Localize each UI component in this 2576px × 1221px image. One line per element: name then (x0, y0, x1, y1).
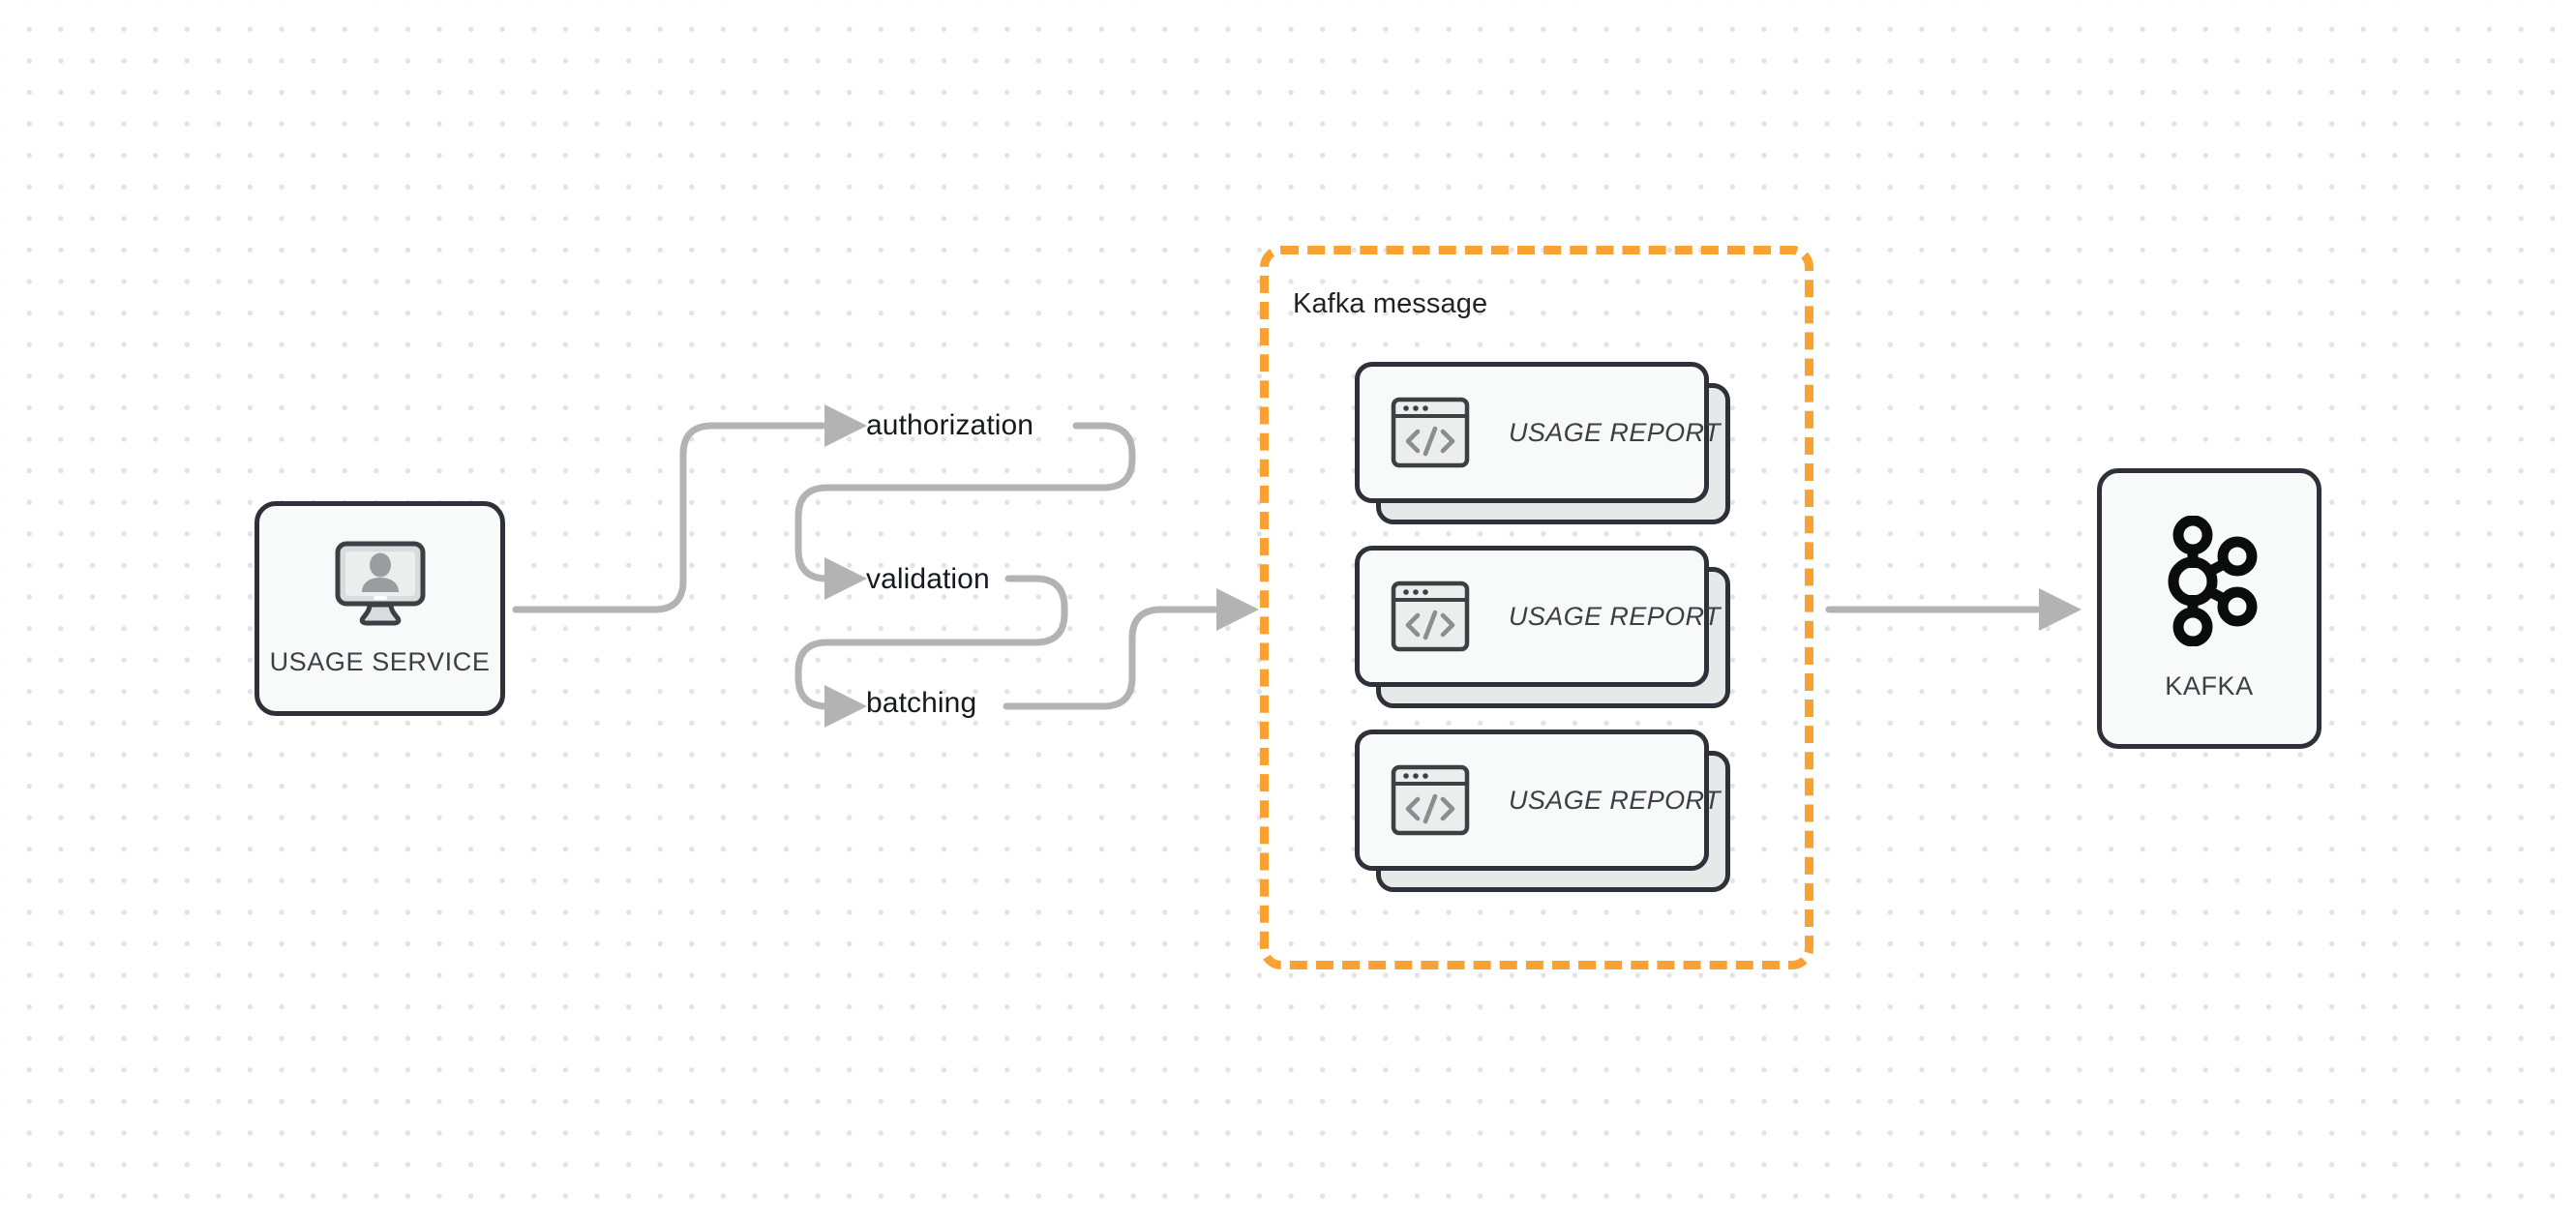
usage-report-card-label: USAGE REPORT (1509, 785, 1721, 815)
usage-report-card[interactable]: USAGE REPORT (1355, 362, 1730, 524)
edge-usage-service-to-authorization (512, 422, 826, 613)
code-window-icon (1391, 581, 1470, 652)
group-kafka-message-title: Kafka message (1293, 288, 1488, 319)
monitor-user-icon (335, 541, 425, 625)
node-kafka-label: KAFKA (2165, 671, 2254, 700)
node-usage-service[interactable]: USAGE SERVICE (255, 501, 505, 716)
group-kafka-message[interactable] (1260, 246, 1813, 969)
usage-report-card-label: USAGE REPORT (1509, 417, 1721, 447)
arrowhead-kafka-message (1216, 588, 1259, 631)
usage-report-card-label: USAGE REPORT (1509, 601, 1721, 631)
usage-report-card[interactable]: USAGE REPORT (1355, 730, 1730, 892)
code-window-icon (1391, 764, 1470, 836)
arrowhead-kafka-node (2039, 588, 2082, 631)
kafka-logo-icon (2168, 516, 2258, 646)
usage-report-card[interactable]: USAGE REPORT (1355, 546, 1730, 708)
code-window-icon (1391, 397, 1470, 468)
arrowhead-validation (824, 557, 867, 600)
node-kafka[interactable]: KAFKA (2097, 468, 2321, 749)
edge-label-authorization: authorization (866, 409, 1034, 441)
usage-report-card-front[interactable]: USAGE REPORT (1355, 362, 1720, 503)
arrowhead-batching (824, 685, 867, 728)
edge-label-validation: validation (866, 563, 990, 595)
arrowhead-authorization (824, 404, 867, 447)
usage-report-card-front[interactable]: USAGE REPORT (1355, 730, 1720, 871)
usage-report-card-front[interactable]: USAGE REPORT (1355, 546, 1720, 687)
edge-label-batching: batching (866, 687, 977, 719)
node-usage-service-label: USAGE SERVICE (269, 646, 491, 676)
edge-batching-to-kafka-message (1003, 606, 1218, 710)
edge-authorization-to-validation (794, 422, 1136, 582)
